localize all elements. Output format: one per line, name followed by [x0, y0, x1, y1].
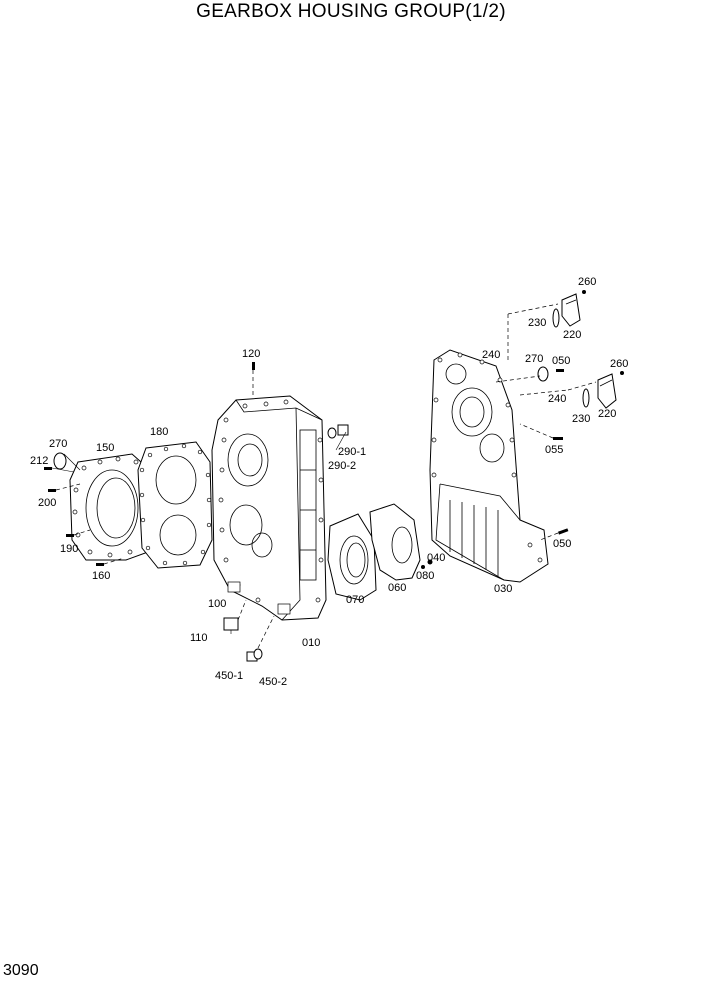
label-050-bottom: 050 — [553, 538, 571, 550]
label-200: 200 — [38, 497, 56, 509]
bolt-200 — [48, 483, 81, 492]
leader-240-right — [519, 381, 597, 396]
label-160: 160 — [92, 570, 110, 582]
label-010: 010 — [302, 637, 320, 649]
ring-270-right — [537, 366, 549, 382]
label-100: 100 — [208, 598, 226, 610]
label-050-top: 050 — [552, 355, 570, 367]
label-220-top: 220 — [563, 329, 581, 341]
label-180: 180 — [150, 426, 168, 438]
label-220-right: 220 — [598, 408, 616, 420]
label-060: 060 — [388, 582, 406, 594]
label-260-right: 260 — [610, 358, 628, 370]
label-080: 080 — [416, 570, 434, 582]
label-270-left: 270 — [49, 438, 67, 450]
rear-housing-030 — [429, 349, 549, 583]
label-110: 110 — [190, 632, 208, 644]
label-190: 190 — [60, 543, 78, 555]
diagram-title: GEARBOX HOUSING GROUP(1/2) — [196, 1, 506, 22]
bolt-055 — [519, 423, 563, 440]
parts-100-110 — [223, 599, 247, 634]
bracket-220-top — [561, 293, 581, 327]
label-055: 055 — [545, 444, 563, 456]
bolt-120 — [252, 362, 255, 398]
label-450-1: 450-1 — [215, 670, 243, 682]
dot-260-top — [582, 290, 586, 294]
bolt-050-bottom — [539, 528, 569, 541]
label-230-top: 230 — [528, 317, 546, 329]
ring-270-left — [53, 452, 81, 471]
bolt-190 — [66, 529, 91, 537]
parts-040-080 — [421, 559, 433, 569]
label-150: 150 — [96, 442, 114, 454]
bracket-220-right — [597, 373, 617, 409]
plug-290 — [327, 424, 349, 451]
label-240-right: 240 — [548, 393, 566, 405]
label-070: 070 — [346, 594, 364, 606]
label-230-right: 230 — [572, 413, 590, 425]
bolt-160 — [96, 557, 125, 566]
label-290-2: 290-2 — [328, 460, 356, 472]
bolt-050-top — [556, 369, 564, 372]
label-240-top: 240 — [482, 349, 500, 361]
gearbox-housing-010 — [211, 395, 327, 621]
label-260-top: 260 — [578, 276, 596, 288]
dot-260-right — [620, 371, 624, 375]
label-030: 030 — [494, 583, 512, 595]
label-120: 120 — [242, 348, 260, 360]
bolt-212 — [44, 467, 75, 473]
pin-230-top — [552, 308, 560, 328]
label-290-1: 290-1 — [338, 446, 366, 458]
gasket-180 — [137, 441, 213, 569]
label-040: 040 — [427, 552, 445, 564]
page-number: 3090 — [3, 962, 39, 979]
pin-230-right — [582, 388, 590, 408]
label-270-right: 270 — [525, 353, 543, 365]
drain-plug-450 — [246, 615, 275, 662]
cover-060 — [369, 503, 421, 581]
leader-240-top — [495, 303, 559, 383]
gasket-070 — [327, 513, 377, 601]
label-450-2: 450-2 — [259, 676, 287, 688]
label-212: 212 — [30, 455, 48, 467]
